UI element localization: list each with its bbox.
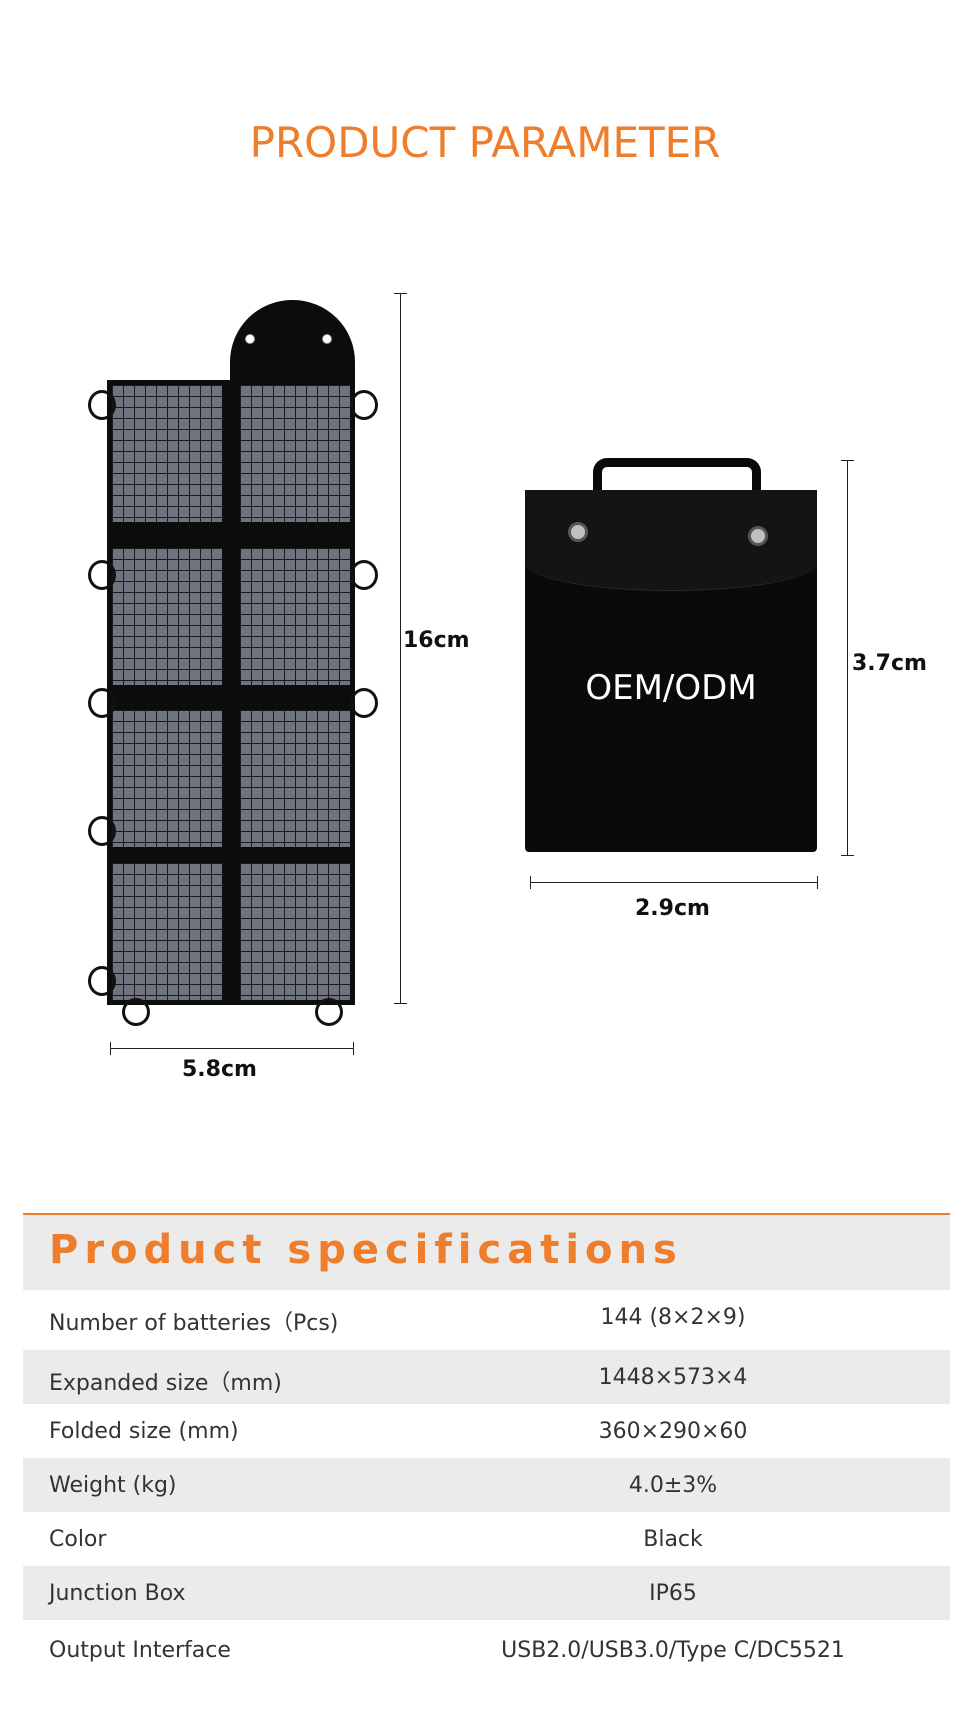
specifications-header: Product specifications (23, 1213, 950, 1290)
spec-label: Folded size (mm) (49, 1419, 239, 1444)
panel-loop (88, 688, 116, 718)
bag-height-dimension-cap (841, 855, 854, 856)
bag-width-dimension-cap (817, 876, 818, 889)
folded-height-label: 3.7cm (852, 651, 927, 676)
spec-label: Expanded size（mm) (49, 1371, 282, 1396)
specifications-table: Product specifications Number of batteri… (23, 1213, 950, 1680)
bag-grommet-right (748, 526, 768, 546)
page-title: PRODUCT PARAMETER (249, 118, 721, 167)
spec-value: Black (643, 1527, 703, 1552)
panel-cell (240, 710, 350, 847)
height-dimension-cap (394, 1003, 407, 1004)
panel-cell (112, 385, 222, 522)
panel-loop (88, 816, 116, 846)
expanded-height-label: 16cm (403, 628, 470, 653)
table-row: Junction Box IP65 (23, 1566, 950, 1620)
panel-cell (112, 548, 222, 685)
spec-value: 360×290×60 (598, 1419, 748, 1444)
spec-label: Number of batteries（Pcs) (49, 1311, 339, 1336)
panel-loop (350, 560, 378, 590)
folded-width-label: 2.9cm (635, 896, 710, 921)
bag-height-dimension-cap (841, 460, 854, 461)
width-dimension-cap (353, 1042, 354, 1055)
spec-value: 4.0±3% (628, 1473, 718, 1498)
bag-oem-text: OEM/ODM (585, 668, 757, 708)
height-dimension-cap (394, 293, 407, 294)
spec-value: 144 (8×2×9) (600, 1305, 746, 1330)
panel-cell (240, 863, 350, 1000)
panel-loop (350, 688, 378, 718)
bag-height-dimension-line (847, 460, 848, 855)
bag-flap (525, 490, 817, 591)
spec-value: USB2.0/USB3.0/Type C/DC5521 (501, 1638, 845, 1663)
table-row: Folded size (mm) 360×290×60 (23, 1404, 950, 1458)
width-dimension-line (110, 1048, 354, 1049)
table-row: Weight (kg) 4.0±3% (23, 1458, 950, 1512)
specifications-title: Product specifications (49, 1227, 683, 1273)
panel-cell (240, 548, 350, 685)
table-row: Number of batteries（Pcs) 144 (8×2×9) (23, 1290, 950, 1350)
spec-label: Junction Box (49, 1581, 186, 1606)
expanded-width-label: 5.8cm (182, 1057, 257, 1082)
panel-cell (112, 710, 222, 847)
panel-loop (88, 390, 116, 420)
panel-loop (350, 390, 378, 420)
spec-label: Color (49, 1527, 107, 1552)
panel-loop (122, 998, 150, 1026)
tab-hole-right (322, 334, 332, 344)
tab-hole-left (245, 334, 255, 344)
table-row: Expanded size（mm) 1448×573×4 (23, 1350, 950, 1404)
bag-width-dimension-line (530, 882, 818, 883)
spec-label: Output Interface (49, 1638, 231, 1663)
spec-value: 1448×573×4 (598, 1365, 748, 1390)
width-dimension-cap (110, 1042, 111, 1055)
height-dimension-line (400, 293, 401, 1003)
panel-loop (88, 966, 116, 996)
bag-grommet-left (568, 522, 588, 542)
panel-cell (240, 385, 350, 522)
panel-loop (88, 560, 116, 590)
table-row: Output Interface USB2.0/USB3.0/Type C/DC… (23, 1620, 950, 1680)
table-row: Color Black (23, 1512, 950, 1566)
bag-width-dimension-cap (530, 876, 531, 889)
bag-handle (593, 458, 761, 505)
panel-cell (112, 863, 222, 1000)
spec-label: Weight (kg) (49, 1473, 177, 1498)
panel-loop (315, 998, 343, 1026)
spec-value: IP65 (649, 1581, 697, 1606)
